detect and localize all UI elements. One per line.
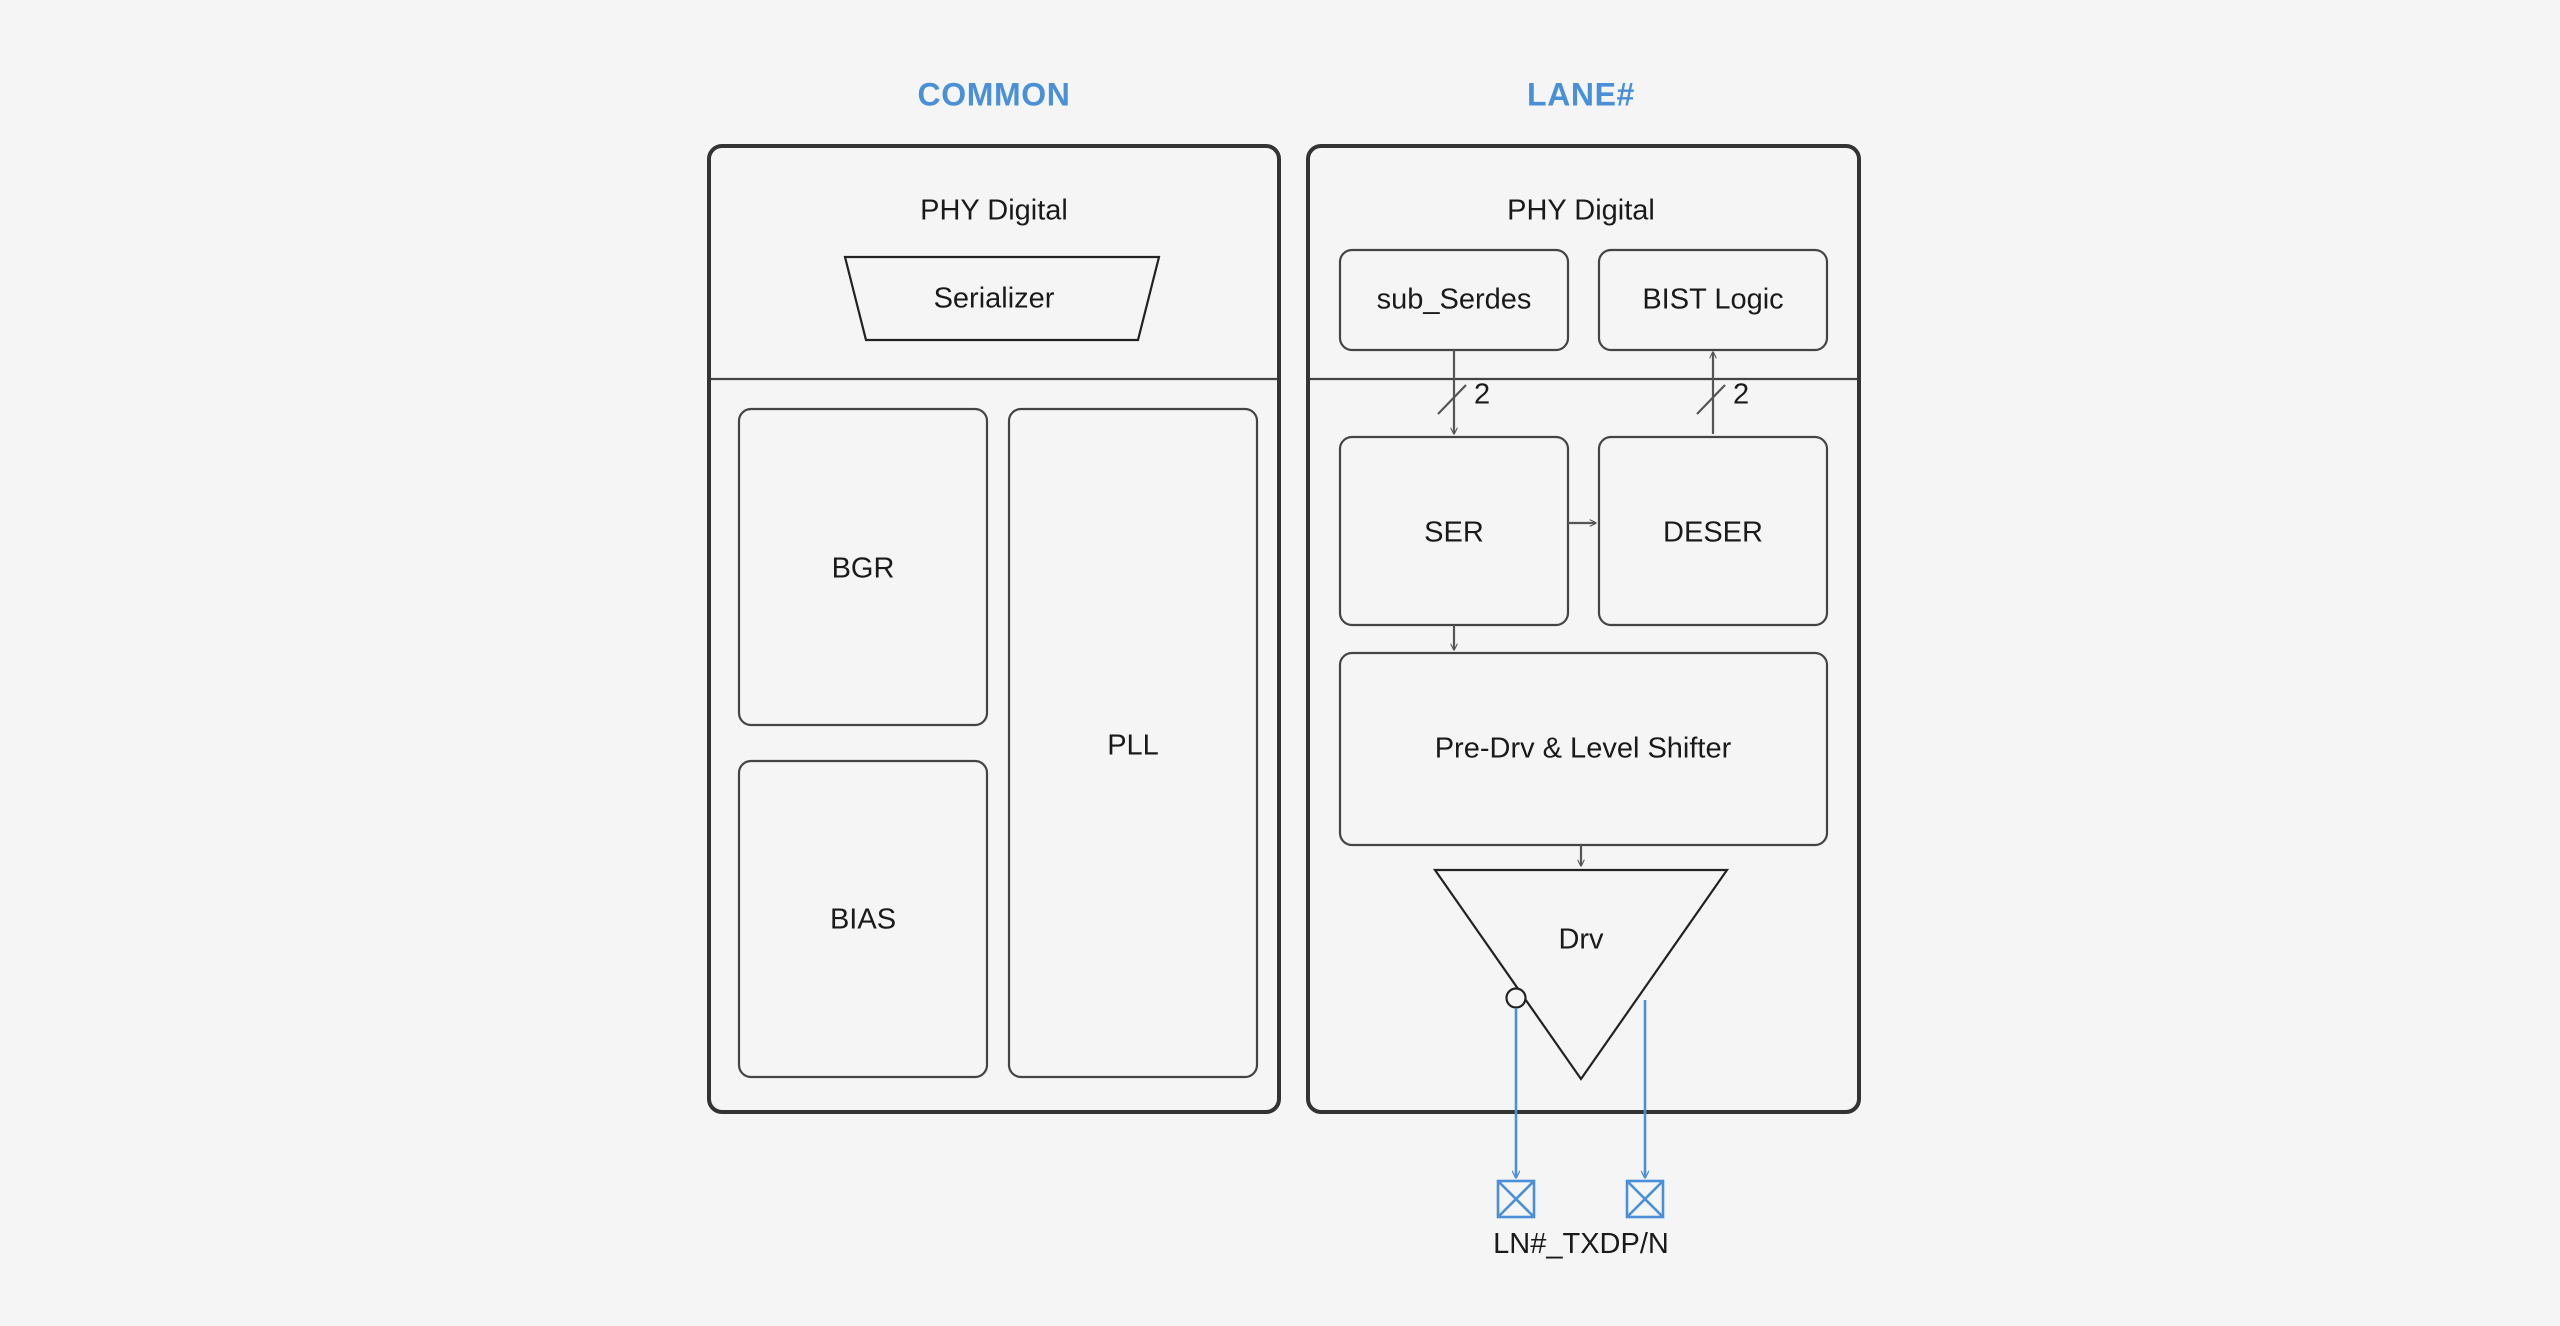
column-title-lane: LANE# bbox=[1527, 76, 1635, 112]
block-ser[interactable]: SER bbox=[1338, 435, 1570, 627]
connector-sub-serdes-to-ser: 2 bbox=[1437, 350, 1490, 434]
bus-width-label-deser-bist: 2 bbox=[1733, 379, 1749, 411]
pad-txdp[interactable] bbox=[1496, 1179, 1536, 1219]
block-bgr[interactable]: BGR bbox=[737, 407, 989, 727]
sub-serdes-label: sub_Serdes bbox=[1377, 284, 1532, 316]
connector-deser-to-bist: 2 bbox=[1696, 352, 1749, 434]
lane-block-container[interactable]: PHY Digital sub_Serdes BIST Logic 2 bbox=[1306, 144, 1861, 1114]
drv-inverting-bubble-icon bbox=[1505, 987, 1527, 1009]
block-sub-serdes[interactable]: sub_Serdes bbox=[1338, 248, 1570, 352]
output-nets bbox=[1516, 1000, 1645, 1178]
serializer-label: Serializer bbox=[934, 283, 1055, 315]
pre-drv-box bbox=[1338, 651, 1829, 847]
pad-txdn-cross-b bbox=[1626, 1180, 1664, 1218]
drv-triangle bbox=[1432, 868, 1730, 1081]
pad-txdp-cross-b bbox=[1497, 1180, 1535, 1218]
lane-phy-digital-label: PHY Digital bbox=[1507, 195, 1655, 227]
bias-box bbox=[737, 759, 989, 1079]
bist-logic-box bbox=[1597, 248, 1829, 352]
deser-box bbox=[1597, 435, 1829, 627]
pad-txdp-square bbox=[1496, 1179, 1536, 1219]
block-bias[interactable]: BIAS bbox=[737, 759, 989, 1079]
block-pre-drv-level-shifter[interactable]: Pre-Drv & Level Shifter bbox=[1338, 651, 1829, 847]
ser-label: SER bbox=[1424, 517, 1484, 549]
bus-width-label-sub-serdes-ser: 2 bbox=[1474, 379, 1490, 411]
bias-label: BIAS bbox=[830, 904, 896, 936]
block-pll[interactable]: PLL bbox=[1007, 407, 1259, 1079]
pre-drv-label: Pre-Drv & Level Shifter bbox=[1435, 733, 1732, 765]
common-phy-digital-label: PHY Digital bbox=[920, 195, 1068, 227]
drv-label: Drv bbox=[1558, 924, 1604, 956]
bgr-label: BGR bbox=[832, 553, 895, 585]
pad-txdn-square bbox=[1625, 1179, 1665, 1219]
pll-label: PLL bbox=[1107, 730, 1159, 762]
block-bist-logic[interactable]: BIST Logic bbox=[1597, 248, 1829, 352]
deser-label: DESER bbox=[1663, 517, 1763, 549]
column-title-common: COMMON bbox=[918, 76, 1071, 112]
block-drv[interactable]: Drv bbox=[1432, 868, 1730, 1081]
bgr-box bbox=[737, 407, 989, 727]
pll-box bbox=[1007, 407, 1259, 1079]
pad-net-label: LN#_TXDP/N bbox=[1493, 1228, 1669, 1260]
bus-slash-deser-bist bbox=[1696, 384, 1726, 415]
bist-logic-label: BIST Logic bbox=[1642, 284, 1783, 316]
block-serializer[interactable]: Serializer bbox=[843, 255, 1161, 342]
pad-txdn[interactable] bbox=[1625, 1179, 1665, 1219]
block-deser[interactable]: DESER bbox=[1597, 435, 1829, 627]
serializer-trapezoid bbox=[843, 255, 1161, 342]
bus-slash-sub-serdes-ser bbox=[1437, 384, 1467, 415]
common-block-container[interactable]: PHY Digital Serializer BGR BIAS PLL bbox=[707, 144, 1281, 1114]
